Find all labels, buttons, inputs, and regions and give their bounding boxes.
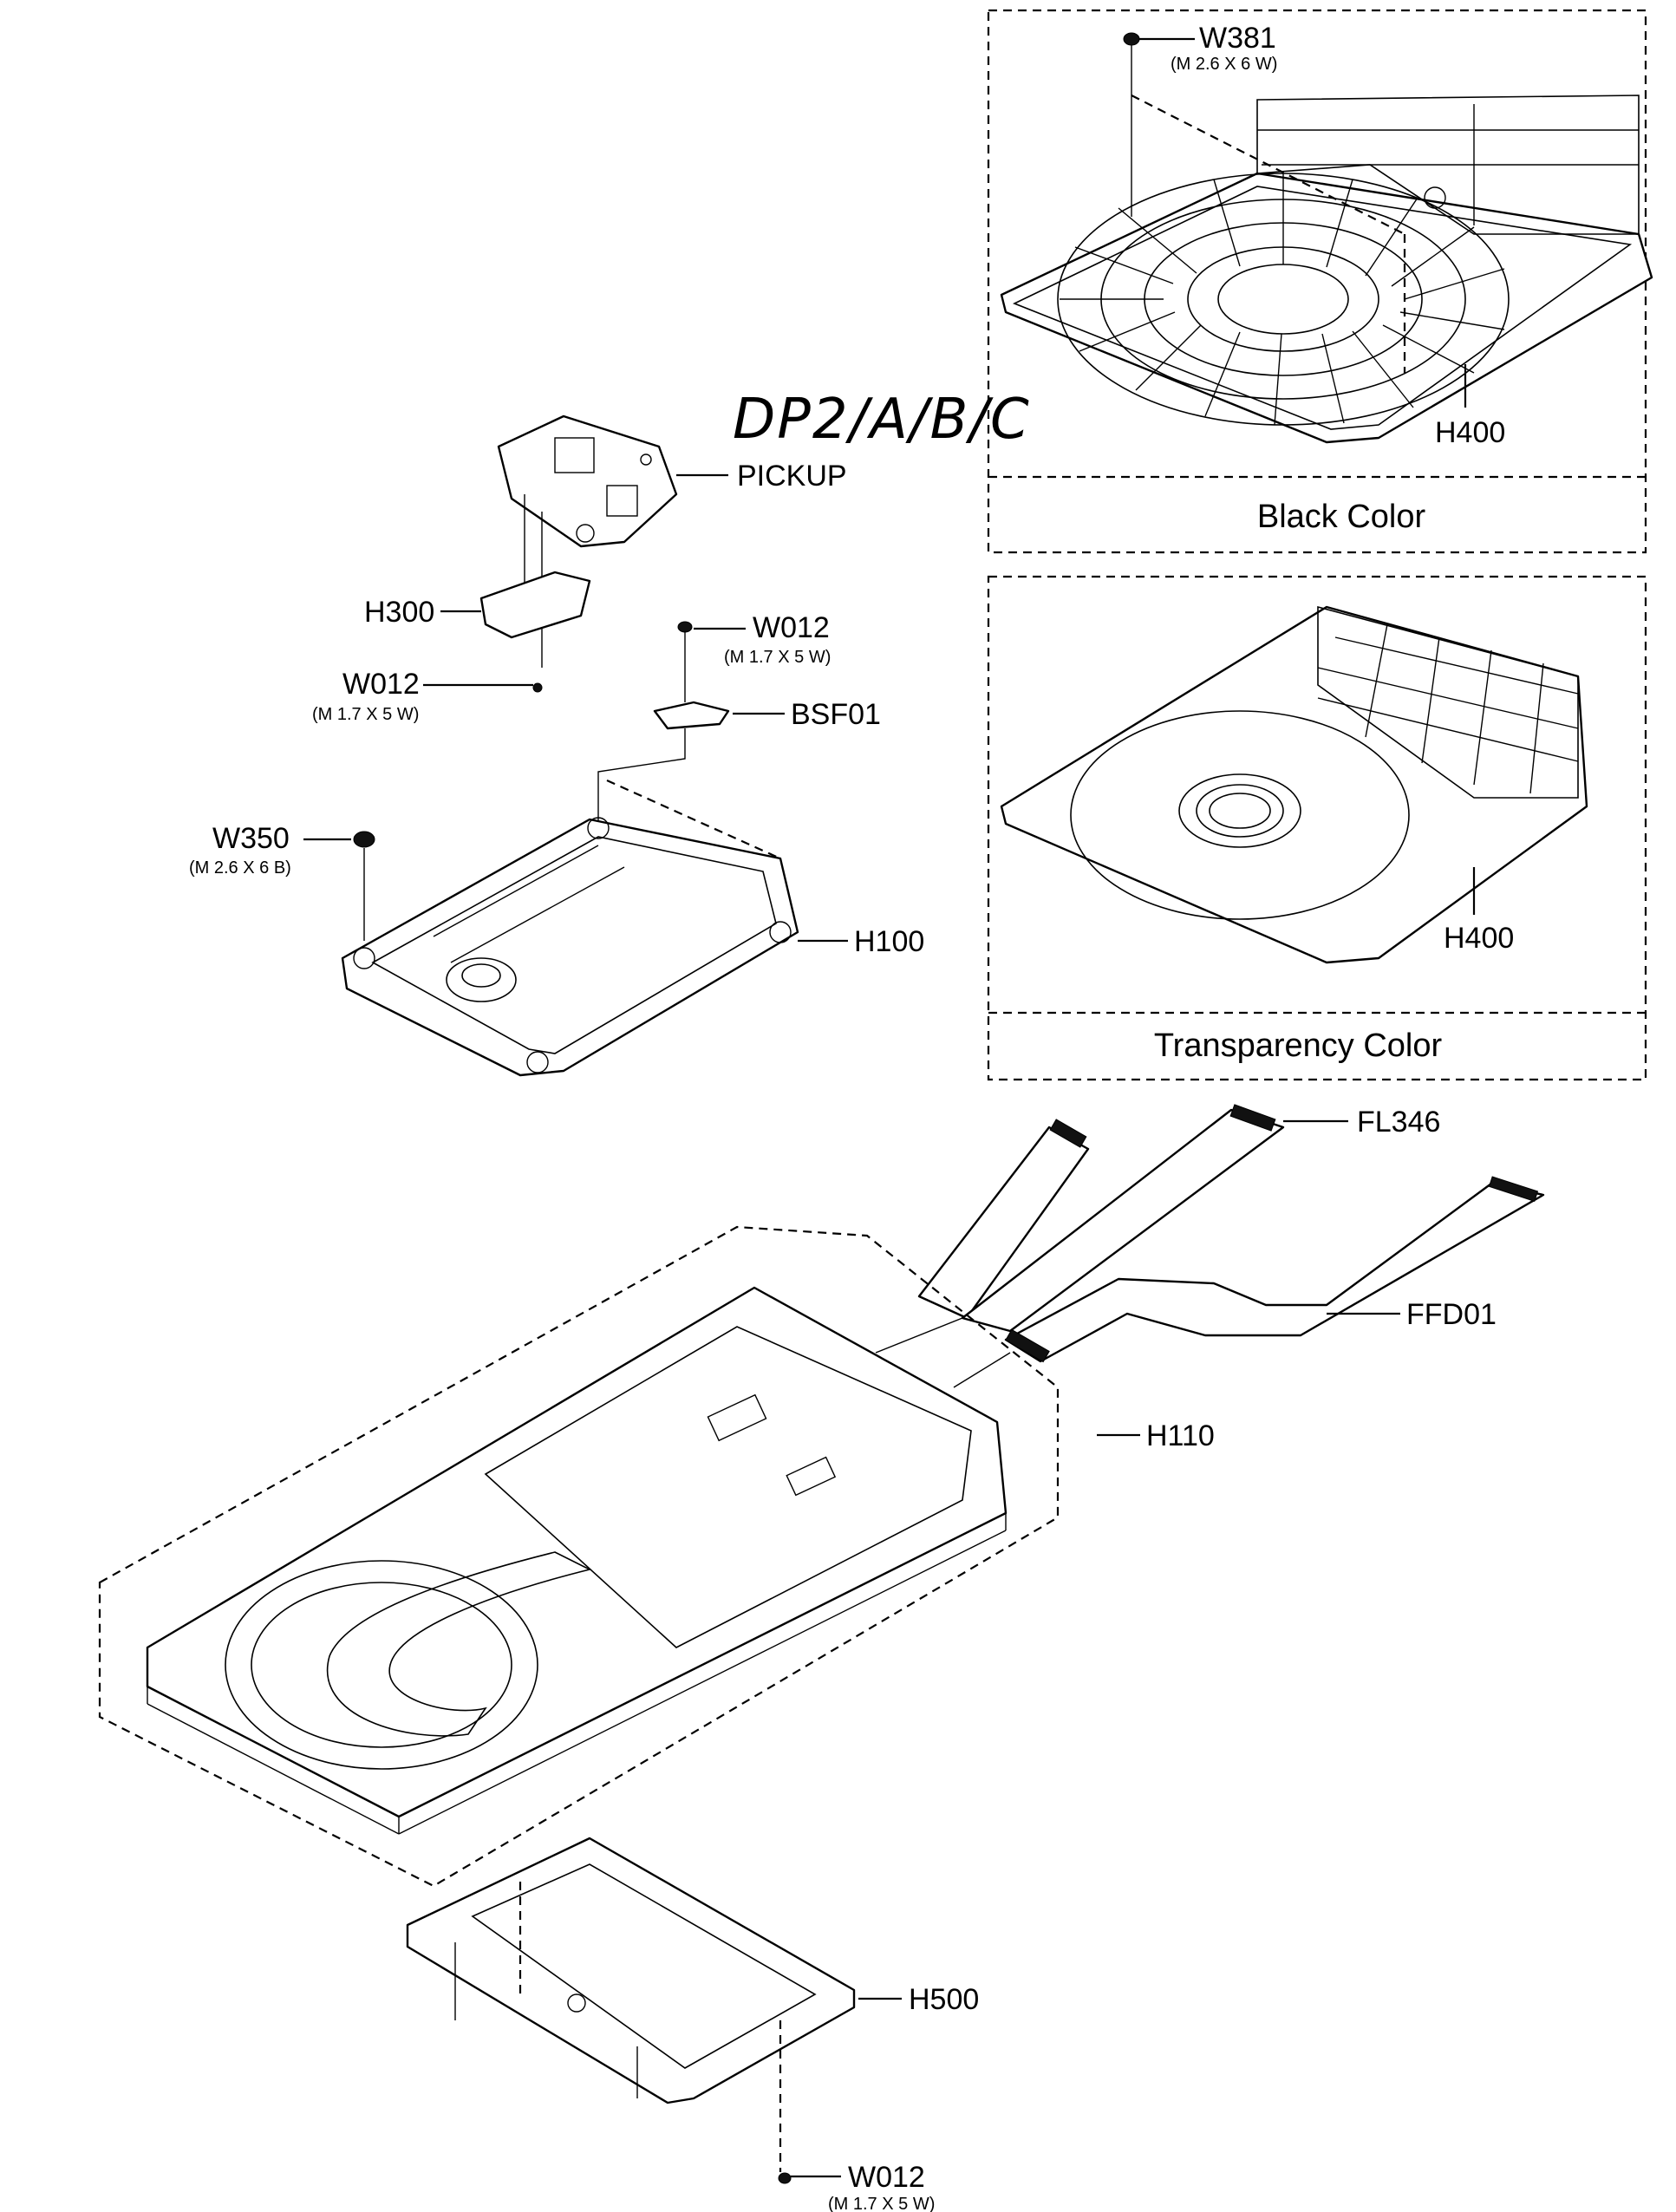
w381-spec: (M 2.6 X 6 W) <box>1171 55 1277 74</box>
flex-cables: FL346 FFD01 <box>875 1104 1545 1388</box>
h300-part: H300 <box>364 571 591 639</box>
bsf01-part: BSF01 <box>597 698 881 824</box>
h400-trans-code: H400 <box>1444 922 1514 955</box>
transparency-color-label: Transparency Color <box>1154 1028 1443 1064</box>
h400-black-callout: H400 <box>1435 364 1505 449</box>
w012-a-code: W012 <box>342 668 420 701</box>
w012-c-spec: (M 1.7 X 5 W) <box>828 2195 935 2212</box>
bsf01-code: BSF01 <box>791 698 881 731</box>
h300-code: H300 <box>364 596 434 629</box>
pickup-code: PICKUP <box>737 460 847 493</box>
w350-spec: (M 2.6 X 6 B) <box>189 858 291 878</box>
h100-code: H100 <box>854 925 924 958</box>
w350-code: W350 <box>212 822 290 855</box>
h400-transparent-tray <box>1000 605 1588 964</box>
w012-b-code: W012 <box>753 611 830 644</box>
w350-screw: W350 (M 2.6 X 6 B) <box>189 822 375 941</box>
h400-black-tray <box>1000 43 1653 444</box>
h110-code: H110 <box>1146 1419 1215 1452</box>
h110-part: H110 <box>98 1225 1215 1888</box>
h500-code: H500 <box>909 1983 979 2016</box>
h500-part: H500 <box>406 1837 979 2172</box>
w012-a-spec: (M 1.7 X 5 W) <box>312 705 419 724</box>
w012-screw-b: W012 (M 1.7 X 5 W) <box>677 611 831 702</box>
w012-c-code: W012 <box>848 2161 925 2194</box>
fl346-code: FL346 <box>1357 1106 1440 1139</box>
ffd01-code: FFD01 <box>1406 1298 1497 1331</box>
black-color-label: Black Color <box>1257 499 1426 535</box>
w012-b-spec: (M 1.7 X 5 W) <box>724 648 831 667</box>
pickup-part: PICKUP <box>497 414 847 668</box>
model-title: DP2/A/B/C <box>733 388 1031 452</box>
w381-screw: W381 (M 2.6 X 6 W) <box>1123 22 1277 74</box>
h100-part: H100 <box>341 779 924 1077</box>
transparency-color-box: Transparency Color <box>987 575 1647 1081</box>
h400-black-code: H400 <box>1435 416 1505 449</box>
h400-trans-callout: H400 <box>1444 867 1514 955</box>
w012-screw-a: W012 (M 1.7 X 5 W) <box>312 668 543 724</box>
w012-screw-c: W012 (M 1.7 X 5 W) <box>778 2161 935 2212</box>
black-color-box: Black Color <box>987 9 1647 554</box>
w381-code: W381 <box>1199 22 1276 55</box>
